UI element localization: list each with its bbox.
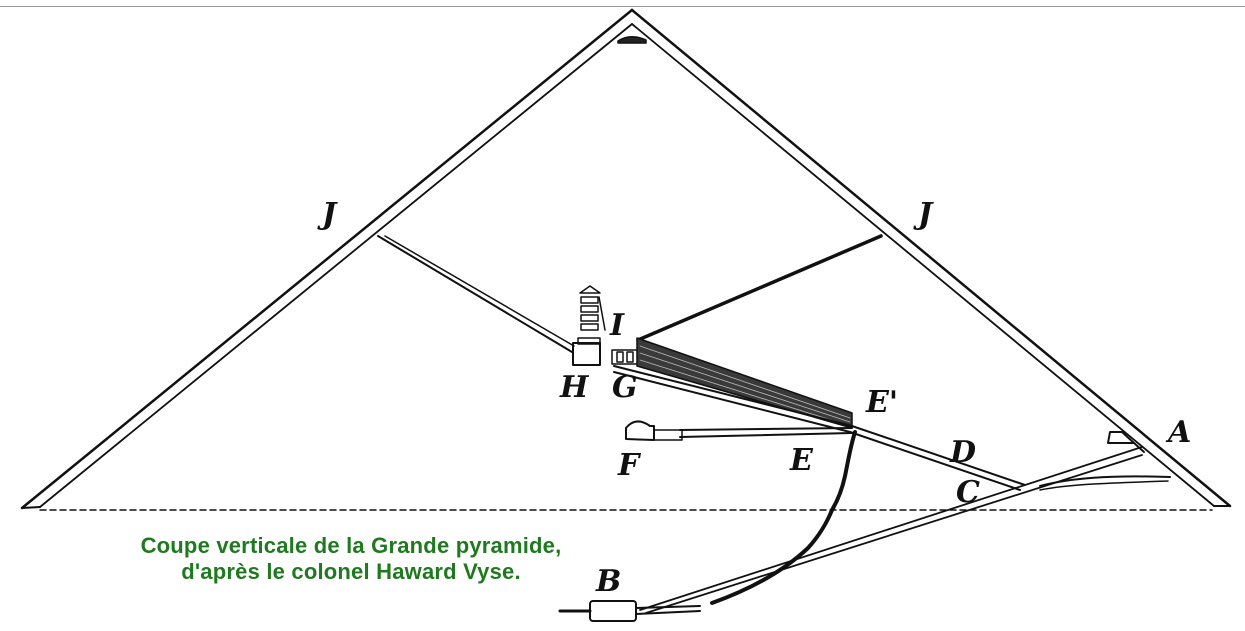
- label-J-right: J: [913, 197, 934, 232]
- label-I: I: [609, 308, 625, 343]
- right-air-shaft: [636, 234, 883, 342]
- top-border-line: [0, 6, 1245, 7]
- label-J-left: J: [317, 197, 338, 232]
- queens-chamber: [625, 420, 683, 441]
- left-air-shaft: [377, 235, 575, 353]
- kings-chamber: [572, 337, 601, 366]
- antechamber: [611, 349, 639, 365]
- figure-caption: Coupe verticale de la Grande pyramide, d…: [26, 533, 676, 585]
- label-D: D: [949, 435, 976, 470]
- subterranean-chamber: [558, 600, 701, 622]
- grand-gallery: [636, 337, 853, 429]
- ascending-passage: [613, 365, 1026, 491]
- label-H: H: [559, 370, 590, 405]
- label-C: C: [956, 475, 980, 510]
- label-E: E: [789, 443, 814, 478]
- label-G: G: [612, 370, 638, 405]
- caption-line-2: d'après le colonel Haward Vyse.: [181, 559, 521, 584]
- capstone-marker: [617, 36, 647, 44]
- label-B: B: [595, 564, 621, 599]
- horizontal-passage: [679, 427, 853, 438]
- descending-passage: [639, 446, 1143, 614]
- well-shaft: [710, 430, 857, 605]
- lower-tunnel: [1039, 475, 1171, 491]
- relieving-chambers: [579, 285, 606, 331]
- entrance-A: [1107, 431, 1145, 453]
- pyramid-outline: [20, 8, 1232, 510]
- label-A: A: [1165, 415, 1191, 450]
- caption-line-1: Coupe verticale de la Grande pyramide,: [140, 533, 562, 558]
- label-E-prime: E': [865, 385, 898, 420]
- diagram-labels: J J I H G E' A D E F C B: [317, 197, 1191, 599]
- label-F: F: [617, 448, 642, 483]
